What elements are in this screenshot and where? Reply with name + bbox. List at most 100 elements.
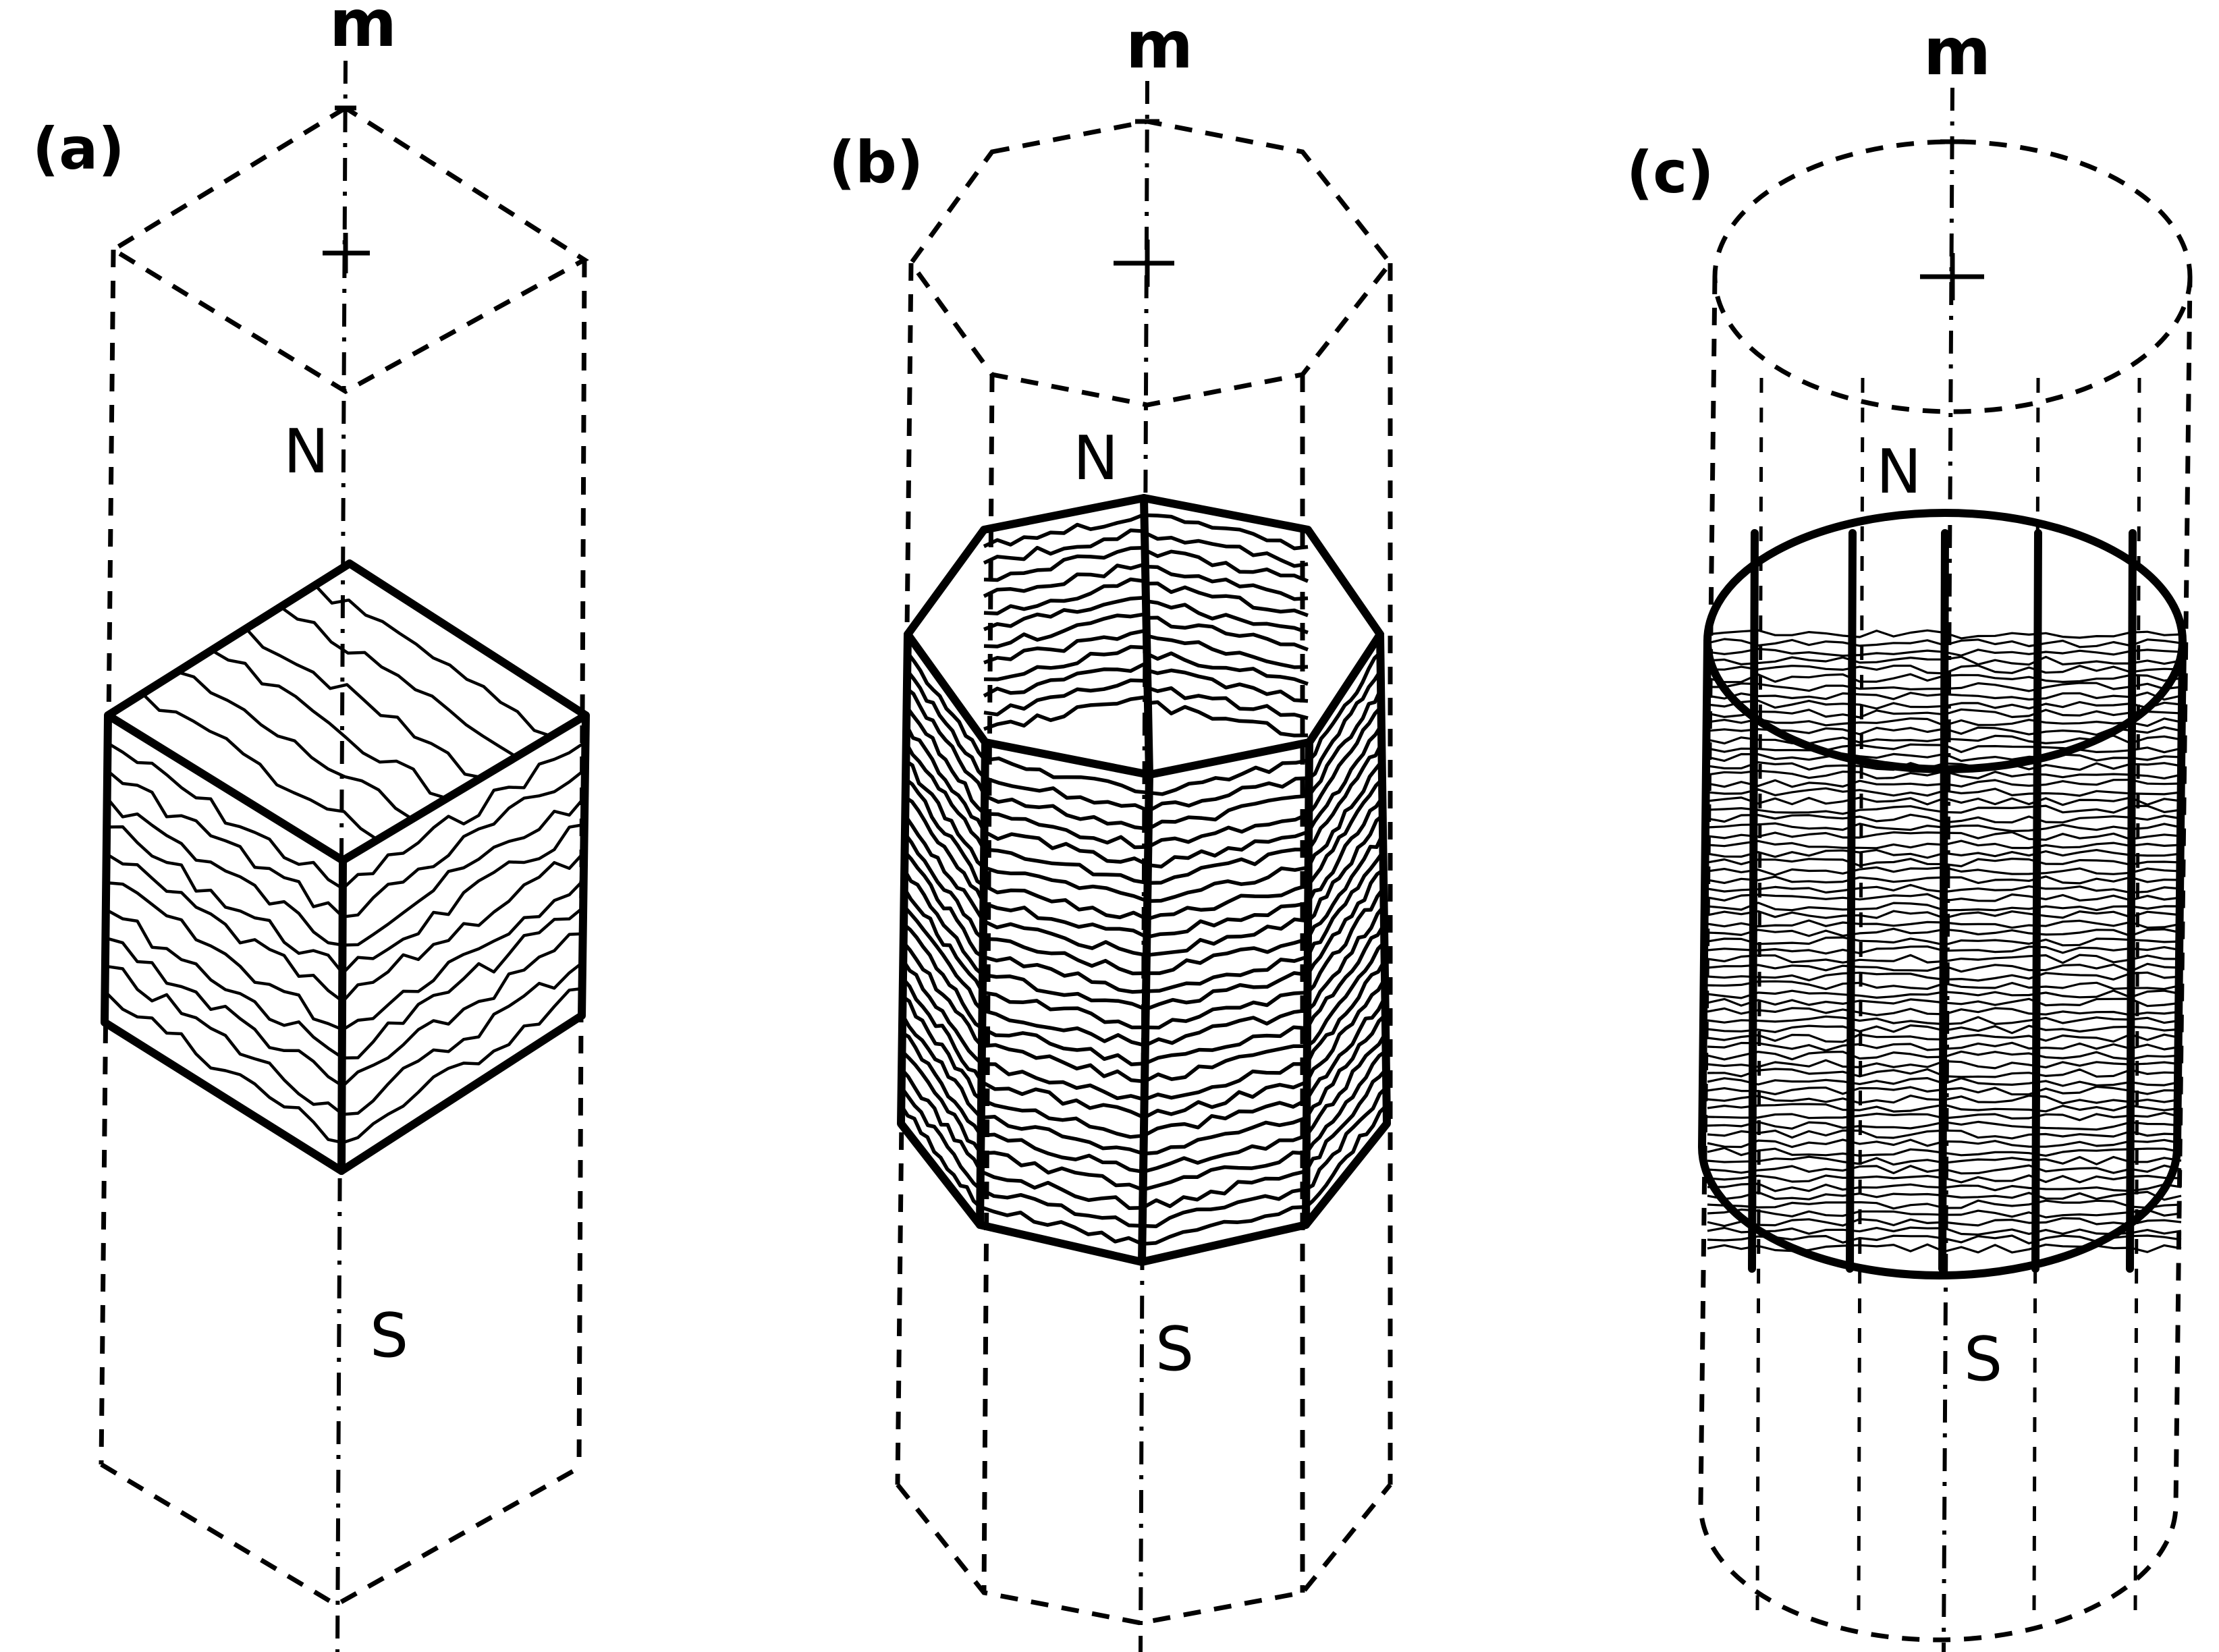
wave-line bbox=[1147, 794, 1309, 831]
wave-line bbox=[981, 1008, 1146, 1047]
wave-line bbox=[1143, 700, 1309, 738]
wave-line bbox=[983, 528, 1145, 565]
cylinder-rib bbox=[1748, 529, 1759, 1273]
wave-line bbox=[141, 692, 379, 842]
wave-line bbox=[342, 796, 586, 947]
panel-a-label: (a) bbox=[32, 115, 125, 183]
wave-line bbox=[342, 769, 586, 918]
wave-line bbox=[341, 878, 586, 1031]
wave-line bbox=[1307, 814, 1384, 923]
wave-line bbox=[983, 848, 1149, 885]
wave-line bbox=[107, 965, 344, 1116]
wave-line bbox=[1143, 1062, 1307, 1101]
wave-line bbox=[904, 814, 985, 923]
wave-line bbox=[176, 670, 414, 821]
panel-a-axis-label: m bbox=[329, 0, 397, 61]
wave-line bbox=[341, 741, 586, 890]
wave-line bbox=[902, 887, 985, 994]
wave-line bbox=[1307, 723, 1384, 833]
wave-line bbox=[979, 1169, 1143, 1210]
wave-line bbox=[900, 1104, 982, 1209]
wave-line bbox=[1149, 758, 1310, 796]
wave-line bbox=[107, 798, 344, 947]
wave-line bbox=[1143, 667, 1309, 703]
wave-line bbox=[983, 577, 1145, 615]
wave-line bbox=[983, 546, 1145, 582]
wave-line bbox=[902, 869, 984, 976]
panel-b-south-label: S bbox=[1155, 1314, 1194, 1385]
wave-line bbox=[1143, 581, 1309, 617]
panel-a-prism bbox=[101, 559, 590, 1175]
wave-line bbox=[1307, 742, 1384, 851]
wave-line bbox=[1147, 848, 1309, 885]
wave-line bbox=[1144, 1008, 1308, 1047]
wave-line bbox=[342, 987, 585, 1145]
panel-b-prism bbox=[897, 494, 1391, 1266]
wave-line bbox=[1147, 865, 1309, 903]
wave-line bbox=[1144, 1025, 1308, 1066]
wave-line bbox=[1146, 917, 1309, 958]
wave-line bbox=[1146, 883, 1309, 921]
wave-line bbox=[1307, 760, 1384, 869]
wave-line bbox=[1143, 1080, 1308, 1120]
panel-c: (c) m N S bbox=[1626, 14, 2193, 1652]
wave-line bbox=[983, 829, 1149, 867]
panel-c-dashed-envelope bbox=[1698, 139, 2193, 1643]
wave-line bbox=[342, 905, 586, 1059]
wave-line bbox=[983, 562, 1145, 598]
wave-line bbox=[900, 1049, 983, 1155]
wave-line bbox=[982, 972, 1147, 1012]
panel-b-wave-lines bbox=[900, 513, 1388, 1246]
wave-line bbox=[983, 595, 1145, 632]
wave-line bbox=[900, 1086, 982, 1191]
wave-line bbox=[901, 959, 983, 1066]
wave-line bbox=[902, 995, 983, 1101]
wave-line bbox=[906, 651, 987, 762]
wave-line bbox=[902, 941, 984, 1048]
wave-line bbox=[981, 1132, 1144, 1174]
wave-line bbox=[981, 1062, 1145, 1101]
wave-line bbox=[1305, 1049, 1388, 1155]
wave-line bbox=[904, 742, 986, 851]
wave-line bbox=[1305, 1068, 1388, 1172]
panel-c-ribs bbox=[1748, 529, 2137, 1273]
wave-line bbox=[1306, 941, 1386, 1048]
wave-line bbox=[1147, 776, 1309, 813]
wave-line bbox=[1305, 1032, 1388, 1137]
wave-line bbox=[1307, 651, 1382, 762]
wave-line bbox=[903, 832, 985, 941]
wave-line bbox=[1143, 530, 1309, 568]
wave-line bbox=[1143, 1116, 1308, 1156]
wave-line bbox=[1305, 1104, 1388, 1209]
panel-b-north-label: N bbox=[1073, 423, 1118, 494]
wave-line bbox=[1305, 995, 1387, 1101]
wave-line bbox=[1306, 796, 1384, 904]
wave-line bbox=[901, 1031, 983, 1137]
wave-line bbox=[982, 955, 1147, 994]
wave-line bbox=[984, 812, 1149, 850]
wave-line bbox=[341, 850, 586, 1003]
panel-b-label: (b) bbox=[829, 129, 923, 196]
wave-line bbox=[1143, 633, 1309, 669]
wave-line bbox=[314, 584, 552, 738]
panel-a: (a) m N S bbox=[32, 0, 590, 1652]
wave-line bbox=[1142, 1187, 1307, 1229]
wave-line bbox=[904, 796, 985, 904]
wave-line bbox=[1146, 937, 1309, 975]
wave-line bbox=[1141, 1169, 1307, 1210]
wave-line bbox=[107, 993, 344, 1145]
wave-line bbox=[1305, 1086, 1388, 1191]
wave-line bbox=[1146, 901, 1309, 939]
wave-line bbox=[979, 1187, 1143, 1228]
wave-line bbox=[1306, 868, 1385, 976]
wave-line bbox=[981, 1098, 1145, 1139]
cylinder-rib bbox=[2126, 529, 2137, 1273]
wave-line bbox=[982, 919, 1147, 958]
wave-line bbox=[983, 629, 1145, 665]
wave-line bbox=[1142, 1205, 1307, 1246]
wave-line bbox=[983, 883, 1148, 921]
wave-line bbox=[983, 901, 1148, 939]
wave-line bbox=[979, 1205, 1143, 1246]
wave-line bbox=[107, 937, 344, 1088]
wave-line bbox=[906, 669, 987, 779]
